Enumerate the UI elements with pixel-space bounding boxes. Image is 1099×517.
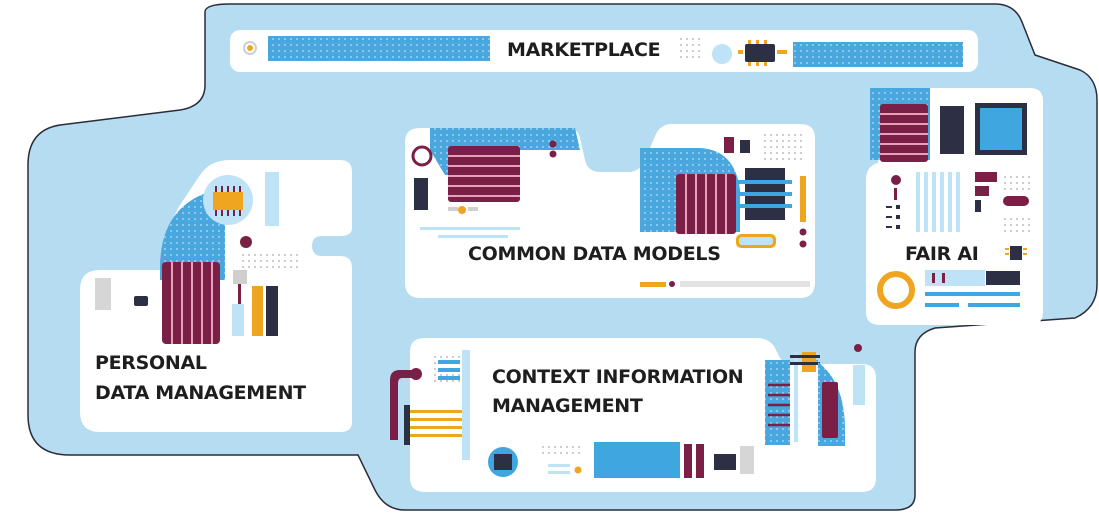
context-information-management-module: [390, 338, 876, 492]
marketplace-module: [230, 30, 978, 72]
personal-data-management-module: [80, 160, 352, 432]
personal-data-management-label-line1: PERSONAL: [95, 352, 207, 374]
fair-ai-label: FAIR AI: [905, 243, 979, 265]
fair-ai-module: [866, 88, 1043, 325]
marketplace-label: MARKETPLACE: [507, 39, 661, 61]
common-data-models-label: COMMON DATA MODELS: [468, 243, 721, 265]
personal-data-management-label-line2: DATA MANAGEMENT: [95, 382, 306, 404]
context-information-management-label-line2: MANAGEMENT: [492, 395, 643, 417]
common-data-models-module: [405, 124, 815, 298]
context-information-management-label-line1: CONTEXT INFORMATION: [492, 366, 744, 388]
